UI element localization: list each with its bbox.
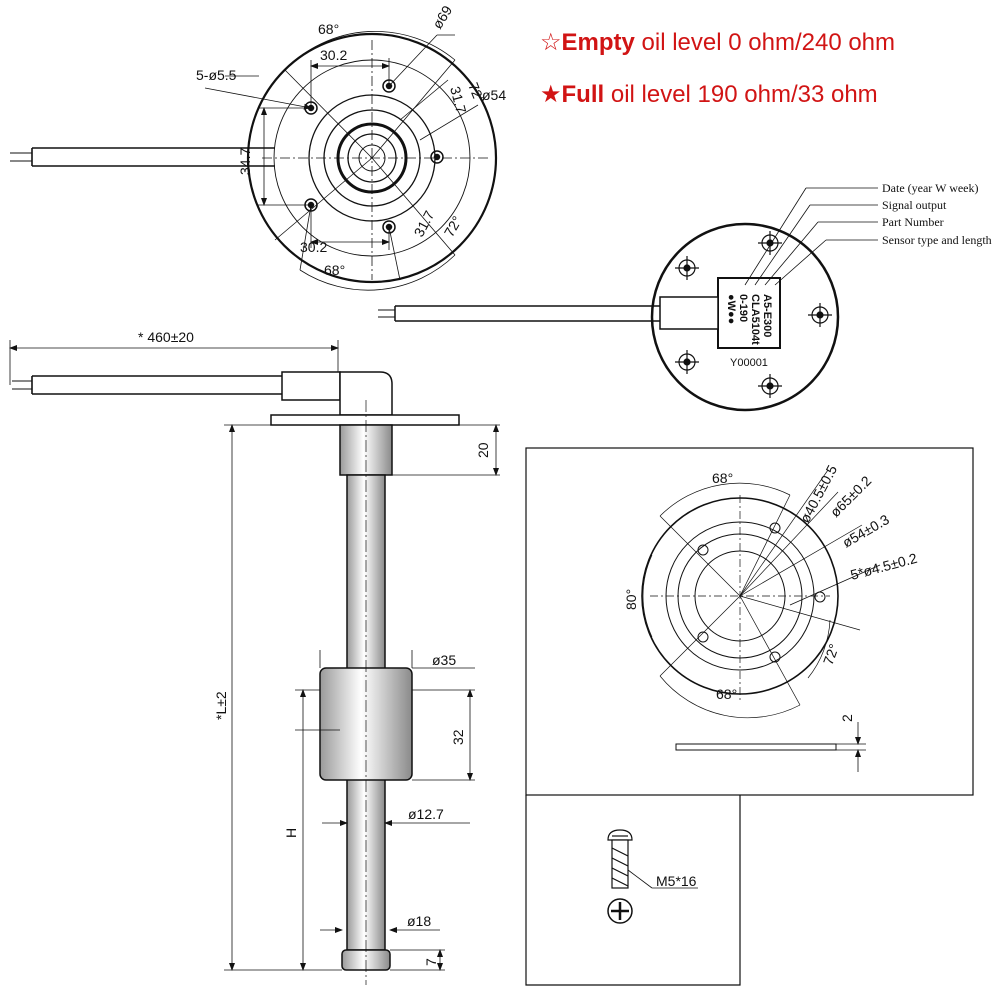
flange-cable (10, 147, 275, 167)
label-mount-holes (675, 231, 832, 398)
callout-part-number: Part Number (882, 215, 944, 229)
total-length-label: *L±2 (213, 691, 229, 720)
d54-label: ø54 (482, 87, 506, 103)
label-cable (378, 296, 719, 330)
gasket-angle-80: 80° (623, 589, 639, 610)
stop-diameter-label: ø18 (407, 913, 431, 929)
side-dimension-lines (224, 424, 500, 971)
screw-side-icon (607, 829, 633, 889)
cable-length-label: * 460±20 (138, 329, 194, 345)
full-level-headline: ★Full oil level 190 ohm/33 ohm (540, 80, 878, 109)
serial-number: Y00001 (730, 357, 768, 369)
empty-word: Empty (561, 29, 635, 56)
float-diameter-label: ø35 (432, 652, 456, 668)
label-line-3: 0-190 (737, 294, 749, 322)
gasket-holes (697, 522, 826, 663)
callout-date: Date (year W week) (882, 181, 979, 195)
side-dimension-labels: 20 *L±2 ø35 32 H ø12.7 ø18 7 (213, 442, 491, 966)
gasket-angle-72: 72° (820, 642, 842, 667)
gasket-angle-68-bottom: 68° (716, 686, 737, 702)
flange-height-label: 20 (475, 442, 491, 458)
filled-star-icon: ★ (540, 81, 562, 108)
gasket-dimension-lines (642, 469, 881, 719)
gasket-holes-label: 5*ø4.5±0.2 (849, 550, 919, 583)
label-callout-lines (744, 187, 878, 286)
part-label (717, 277, 781, 349)
d69-label: ø69 (429, 2, 455, 31)
top-flange-view: 68° 30.2 5-ø5.5 ø69 72° 31.7 ø54 34.7 30… (10, 2, 506, 291)
full-rest: oil level 190 ohm/33 ohm (604, 81, 878, 108)
label-line-4: ●W●● (725, 294, 737, 324)
hollow-star-icon: ☆ (540, 29, 562, 56)
holes-label: 5-ø5.5 (196, 67, 237, 83)
angle-72-top-label: 72° (465, 80, 488, 106)
flange-dimension-labels: 68° 30.2 5-ø5.5 ø69 72° 31.7 ø54 34.7 30… (196, 2, 506, 278)
gasket-view: 68° ø40.5±0.5 ø65±0.2 ø54±0.3 5*ø4.5±0.2… (525, 447, 974, 796)
part-label-text: A5-E300 CLA5104t 0-190 ●W●● (725, 294, 773, 345)
mounting-flange (270, 414, 460, 426)
angle-72-bottom-label: 72° (441, 213, 465, 239)
d30-2-top-label: 30.2 (320, 47, 347, 63)
tube-diameter-label: ø12.7 (408, 806, 444, 822)
d34-7-label: 34.7 (237, 148, 253, 175)
empty-level-headline: ☆Empty oil level 0 ohm/240 ohm (540, 28, 895, 57)
gasket-angle-68-top: 68° (712, 470, 733, 486)
gasket-thickness-dim (836, 722, 866, 772)
gasket-frame (525, 447, 974, 796)
side-cable (12, 371, 393, 416)
label-view: A5-E300 CLA5104t 0-190 ●W●● Y00001 Date … (378, 181, 992, 412)
empty-rest: oil level 0 ohm/240 ohm (634, 29, 896, 56)
screw-frame (525, 795, 741, 986)
callout-signal: Signal output (882, 198, 947, 212)
flange-dimension-lines (204, 30, 490, 291)
float-position-label: H (283, 828, 299, 838)
angle-68-bottom-label: 68° (324, 262, 345, 278)
full-word: Full (561, 81, 605, 108)
side-view: * 460±20 (9, 329, 500, 985)
screw-label: M5*16 (656, 873, 697, 889)
screw-view: M5*16 (525, 795, 741, 986)
callout-sensor-type: Sensor type and length (882, 233, 992, 247)
label-callout-texts: Date (year W week) Signal output Part Nu… (882, 181, 992, 247)
sensor-head-circle (650, 222, 840, 412)
screw-callout-line (627, 869, 698, 889)
stop-height-label: 7 (423, 958, 439, 966)
gasket-thickness-strip (675, 743, 837, 751)
label-line-1: A5-E300 (761, 294, 773, 337)
screw-head-icon (607, 898, 633, 924)
angle-68-top-label: 68° (318, 21, 339, 37)
gasket-thickness-label: 2 (839, 714, 855, 722)
d30-2-bottom-label: 30.2 (300, 239, 327, 255)
gasket-d54: ø54±0.3 (840, 511, 893, 551)
d31-7-top-label: 31.7 (447, 85, 470, 116)
float-height-label: 32 (450, 729, 466, 745)
label-line-2: CLA5104t (749, 294, 761, 345)
